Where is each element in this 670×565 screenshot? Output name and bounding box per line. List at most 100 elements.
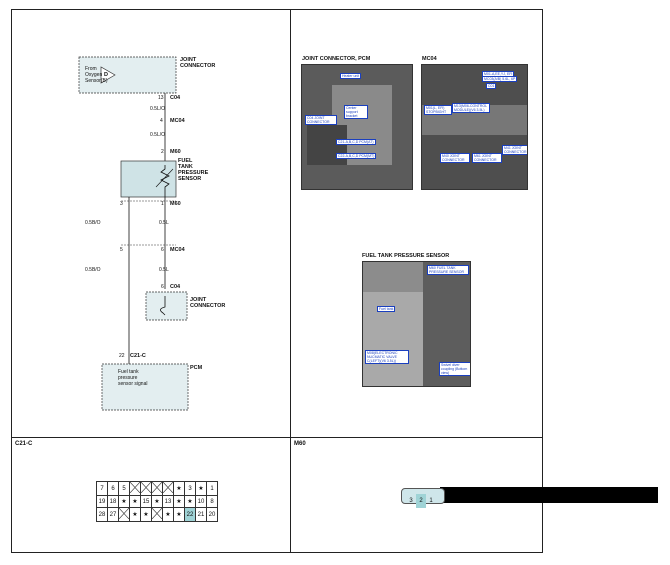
- connector-pin: 8: [206, 495, 218, 508]
- callout-mc04-2: MC03(A/B) 5.6L, 6P: [482, 76, 518, 82]
- mc04-pin: 4: [160, 118, 163, 124]
- wire-left-2: 0.5B/O: [85, 267, 101, 273]
- fuel-sensor-title: FUEL TANK PRESSURE SENSOR: [362, 253, 450, 259]
- connector-pin: 3: [184, 481, 196, 496]
- connector-pin: [129, 481, 141, 496]
- connector-pin: [162, 481, 174, 496]
- m60-harness-bar: [440, 487, 658, 503]
- connector-pin: 5: [118, 481, 130, 496]
- m60-label-top: M60: [170, 149, 181, 155]
- callout-mc04-6: M40 JOINT CONNECTOR: [440, 153, 470, 163]
- mc04-photo: M01-A,EE,YJ, EFI MC03(A/B) 5.6L, 6P C01 …: [421, 64, 528, 190]
- mc04-title: MC04: [422, 56, 437, 62]
- c04-label-bottom: C04: [170, 284, 181, 290]
- joint-pcm-photo: Heater unit Center support bracket C04 J…: [301, 64, 413, 190]
- connector-pin: ★: [151, 495, 163, 508]
- mc04-pin-6: 6: [161, 247, 164, 253]
- wiring-schematic: [78, 56, 189, 411]
- fuel-sensor-photo: M60 FUEL TANK PRESSURE SENSOR Fuel tank …: [362, 261, 471, 387]
- callout-c21-pcm-at: C21-A,B,C,D PCM(AT): [336, 139, 376, 145]
- pcm-signal-label: Fuel tank pressure sensor signal: [118, 369, 148, 387]
- m60-pin: 1: [429, 498, 433, 504]
- unused-pin-cross: [140, 481, 152, 494]
- connector-pin: ★: [173, 507, 185, 522]
- connector-pin: 15: [140, 495, 152, 508]
- wire-label-top-1: 0.5L/O: [150, 106, 166, 112]
- callout-mc04-5: M13(M06-CONTROL MODULE)(V6 3.5L): [452, 103, 490, 113]
- wire-right-1: 0.5L: [159, 220, 169, 226]
- joint-connector-bottom-label: JOINT CONNECTOR: [190, 297, 226, 309]
- connector-pin: ★: [195, 481, 207, 496]
- connector-pin: 6: [107, 481, 119, 496]
- m60-title: M60: [294, 441, 306, 447]
- callout-m60-sensor: M60 FUEL TANK PRESSURE SENSOR: [427, 265, 469, 275]
- connector-pin: 1: [206, 481, 218, 496]
- oxygen-sensor-label: From Oxygen Sensor(B): [85, 66, 108, 84]
- connector-pin: 22: [184, 507, 196, 522]
- connector-pin: 18: [107, 495, 119, 508]
- callout-swivel-coupling: Swivel diver coupling (Bottom view): [439, 362, 470, 376]
- c04-label: C04: [170, 95, 181, 101]
- connector-pin: ★: [173, 495, 185, 508]
- callout-heater-unit: Heater unit: [340, 73, 362, 79]
- pcm-pin: 22: [119, 353, 125, 359]
- connector-pin: 27: [107, 507, 119, 522]
- callout-c04-joint: C04 JOINT CONNECTOR: [305, 115, 337, 125]
- unused-pin-cross: [151, 481, 163, 494]
- pcm-label: PCM: [190, 365, 203, 371]
- connector-pin: [151, 507, 163, 522]
- callout-c22-pcm-mt: C22-A,B,C,D PCM(MT): [336, 153, 377, 159]
- m60-pin-1: 1: [161, 201, 164, 207]
- connector-pin: ★: [140, 507, 152, 522]
- callout-mc04-4: M01(L, EFI) STOPBIGHT: [424, 105, 452, 115]
- connector-pin: ★: [129, 495, 141, 508]
- connector-pin: 7: [96, 481, 108, 496]
- unused-pin-cross: [118, 507, 130, 520]
- unused-pin-cross: [151, 507, 163, 520]
- callout-fuel-tank: Fuel tank: [377, 306, 396, 312]
- mc04-label-mid: MC04: [170, 247, 185, 253]
- m60-pin: 2: [416, 494, 426, 508]
- d-label: D: [104, 72, 108, 78]
- callout-m08-valve: M08(ELECTRONIC NUCMATIC VALVE C(LEFT)(V6…: [365, 350, 409, 364]
- connector-pin: 10: [195, 495, 207, 508]
- m60-pin: 3: [409, 498, 413, 504]
- callout-mc04-8: M41 JOINT CONNECTOR: [502, 145, 527, 155]
- connector-pin: ★: [184, 495, 196, 508]
- wire-left-1: 0.5B/O: [85, 220, 101, 226]
- m60-label-mid: M60: [170, 201, 181, 207]
- unused-pin-cross: [129, 481, 141, 494]
- pcm-connector-label: C21-C: [130, 353, 146, 359]
- mc04-pin-5: 5: [120, 247, 123, 253]
- connector-pin: 21: [195, 507, 207, 522]
- wire-label-top-2: 0.5L/O: [150, 132, 166, 138]
- c04-pin-6: 6: [161, 284, 164, 290]
- c21c-title: C21-C: [15, 441, 33, 447]
- callout-mc04-3: C01: [486, 83, 497, 89]
- connector-pin: ★: [173, 481, 185, 496]
- connector-pin: ★: [118, 495, 130, 508]
- connector-pin: 13: [162, 495, 174, 508]
- connector-pin: [118, 507, 130, 522]
- connector-pin: ★: [129, 507, 141, 522]
- fuel-tank-sensor-label: FUEL TANK PRESSURE SENSOR: [178, 158, 209, 182]
- connector-pin: 19: [96, 495, 108, 508]
- horizontal-divider: [11, 437, 543, 438]
- m60-pin-3: 3: [120, 201, 123, 207]
- joint-connector-top-label: JOINT CONNECTOR: [180, 57, 216, 69]
- connector-pin: ★: [162, 507, 174, 522]
- diagram-frame: [11, 9, 543, 553]
- joint-pcm-title: JOINT CONNECTOR, PCM: [302, 56, 371, 62]
- unused-pin-cross: [162, 481, 174, 494]
- mc04-label: MC04: [170, 118, 185, 124]
- wire-right-2: 0.5L: [159, 267, 169, 273]
- m60-pin-top: 2: [161, 149, 164, 155]
- connector-pin: 28: [96, 507, 108, 522]
- connector-pin: 20: [206, 507, 218, 522]
- vertical-divider: [290, 9, 291, 553]
